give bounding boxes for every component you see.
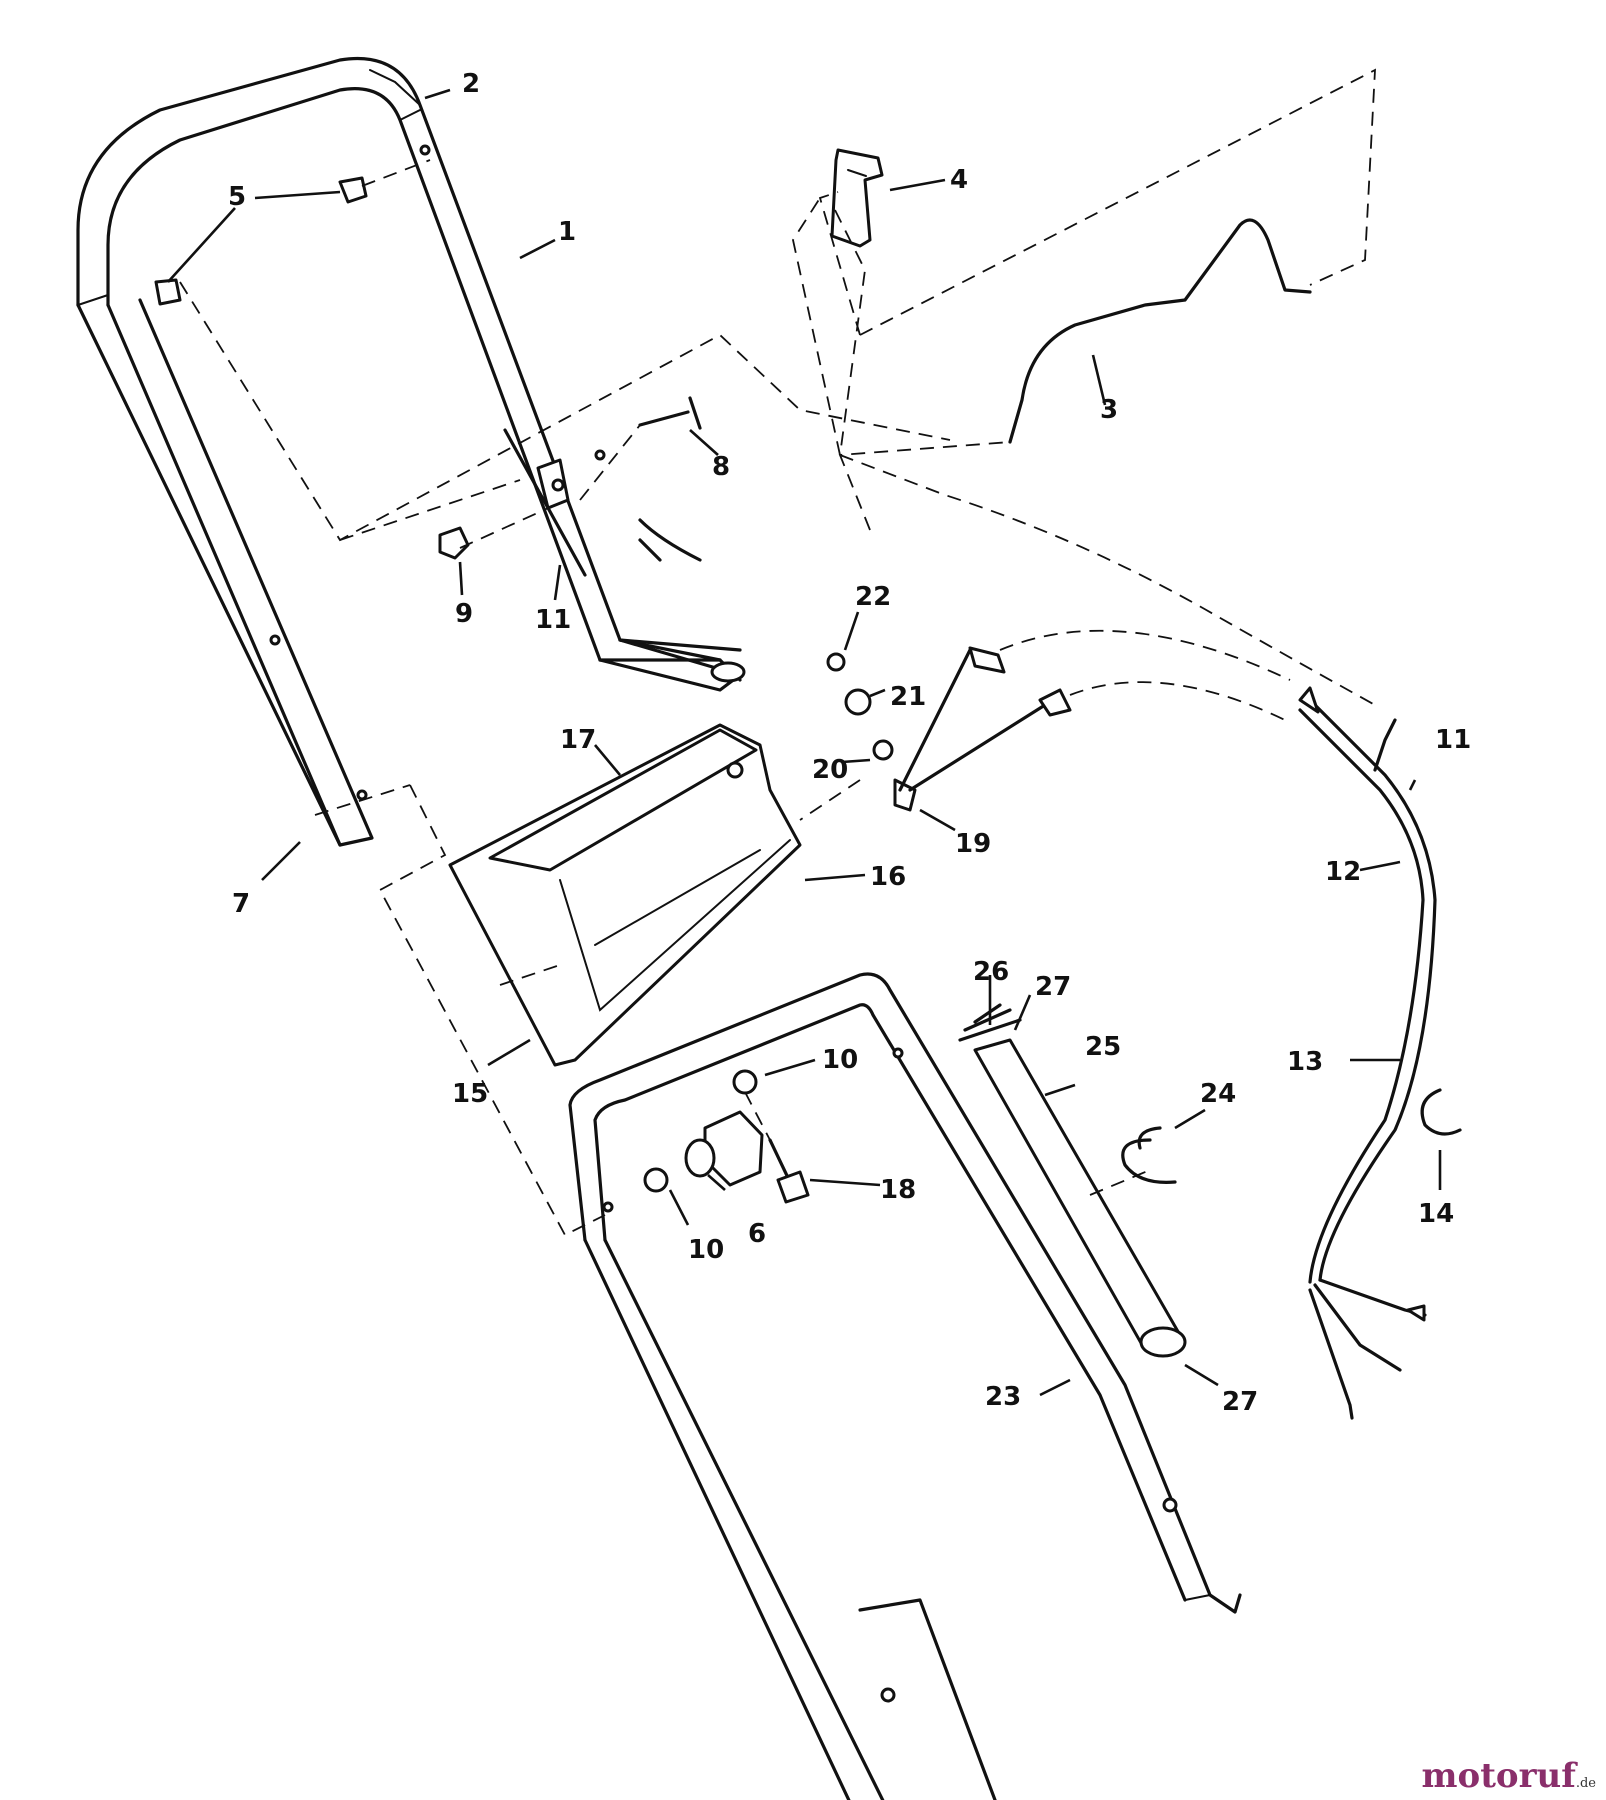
callout-18: 18 <box>880 1175 916 1205</box>
callout-24: 24 <box>1200 1079 1236 1109</box>
callout-13: 13 <box>1287 1047 1323 1077</box>
nut-part-9 <box>438 526 470 560</box>
callout-6: 6 <box>748 1219 766 1249</box>
assembly-guide-lines <box>179 68 1376 1237</box>
callout-23: 23 <box>985 1382 1021 1412</box>
callout-26: 26 <box>973 957 1009 987</box>
bracket-part-4 <box>830 148 884 248</box>
bolt-part-8 <box>638 396 702 430</box>
callout-labels: 1 2 3 4 5 6 7 8 9 10 10 11 11 12 13 14 1… <box>228 69 1471 1417</box>
watermark-logo: motoruf.de <box>1422 1756 1596 1796</box>
tube-part-25 <box>973 1038 1187 1358</box>
callout-2: 2 <box>462 69 480 99</box>
spacer-part-21 <box>844 688 872 716</box>
callout-3: 3 <box>1100 395 1118 425</box>
callout-22: 22 <box>855 582 891 612</box>
callout-10-lower: 10 <box>688 1235 724 1265</box>
bolt-part-18 <box>768 1138 810 1204</box>
spacer-part-20 <box>872 739 894 761</box>
terminal-part-19 <box>893 778 917 812</box>
knob-part-6 <box>684 1110 764 1187</box>
callout-19: 19 <box>955 829 991 859</box>
washer-part-10-upper <box>732 1069 758 1095</box>
brush-part-26 <box>958 1003 1022 1042</box>
washer-part-10-lower <box>643 1167 669 1193</box>
callout-21: 21 <box>890 682 926 712</box>
cover-box-part-15-16-17 <box>448 723 802 1067</box>
callout-17: 17 <box>560 725 596 755</box>
leader-lines <box>167 88 1442 1397</box>
upper-handle <box>76 56 746 847</box>
watermark-tld: .de <box>1575 1776 1596 1791</box>
callout-1: 1 <box>558 217 576 247</box>
watermark-brand: motoruf <box>1421 1756 1576 1796</box>
control-rod-part-3 <box>1008 218 1312 444</box>
callout-15: 15 <box>452 1079 488 1109</box>
spacer-part-22 <box>826 652 846 672</box>
clamp-part-11 <box>503 428 587 577</box>
callout-14: 14 <box>1418 1199 1454 1229</box>
callout-11-clamp: 11 <box>535 605 571 635</box>
wiring-harness-part-12-13 <box>898 646 1437 1420</box>
callout-5: 5 <box>228 182 246 212</box>
callout-27-upper: 27 <box>1035 972 1071 1002</box>
callout-7: 7 <box>232 889 250 919</box>
callout-12: 12 <box>1325 857 1361 887</box>
callout-10-upper: 10 <box>822 1045 858 1075</box>
callout-11-harness: 11 <box>1435 725 1471 755</box>
callout-27-lower: 27 <box>1222 1387 1258 1417</box>
lower-handle-part-23 <box>568 972 1242 1800</box>
callout-16: 16 <box>870 862 906 892</box>
callout-20: 20 <box>812 755 848 785</box>
clip-part-14 <box>1420 1088 1462 1136</box>
clip-part-24 <box>1121 1126 1177 1184</box>
callout-8: 8 <box>712 452 730 482</box>
callout-9: 9 <box>455 599 473 629</box>
callout-4: 4 <box>950 165 968 195</box>
callout-25: 25 <box>1085 1032 1121 1062</box>
